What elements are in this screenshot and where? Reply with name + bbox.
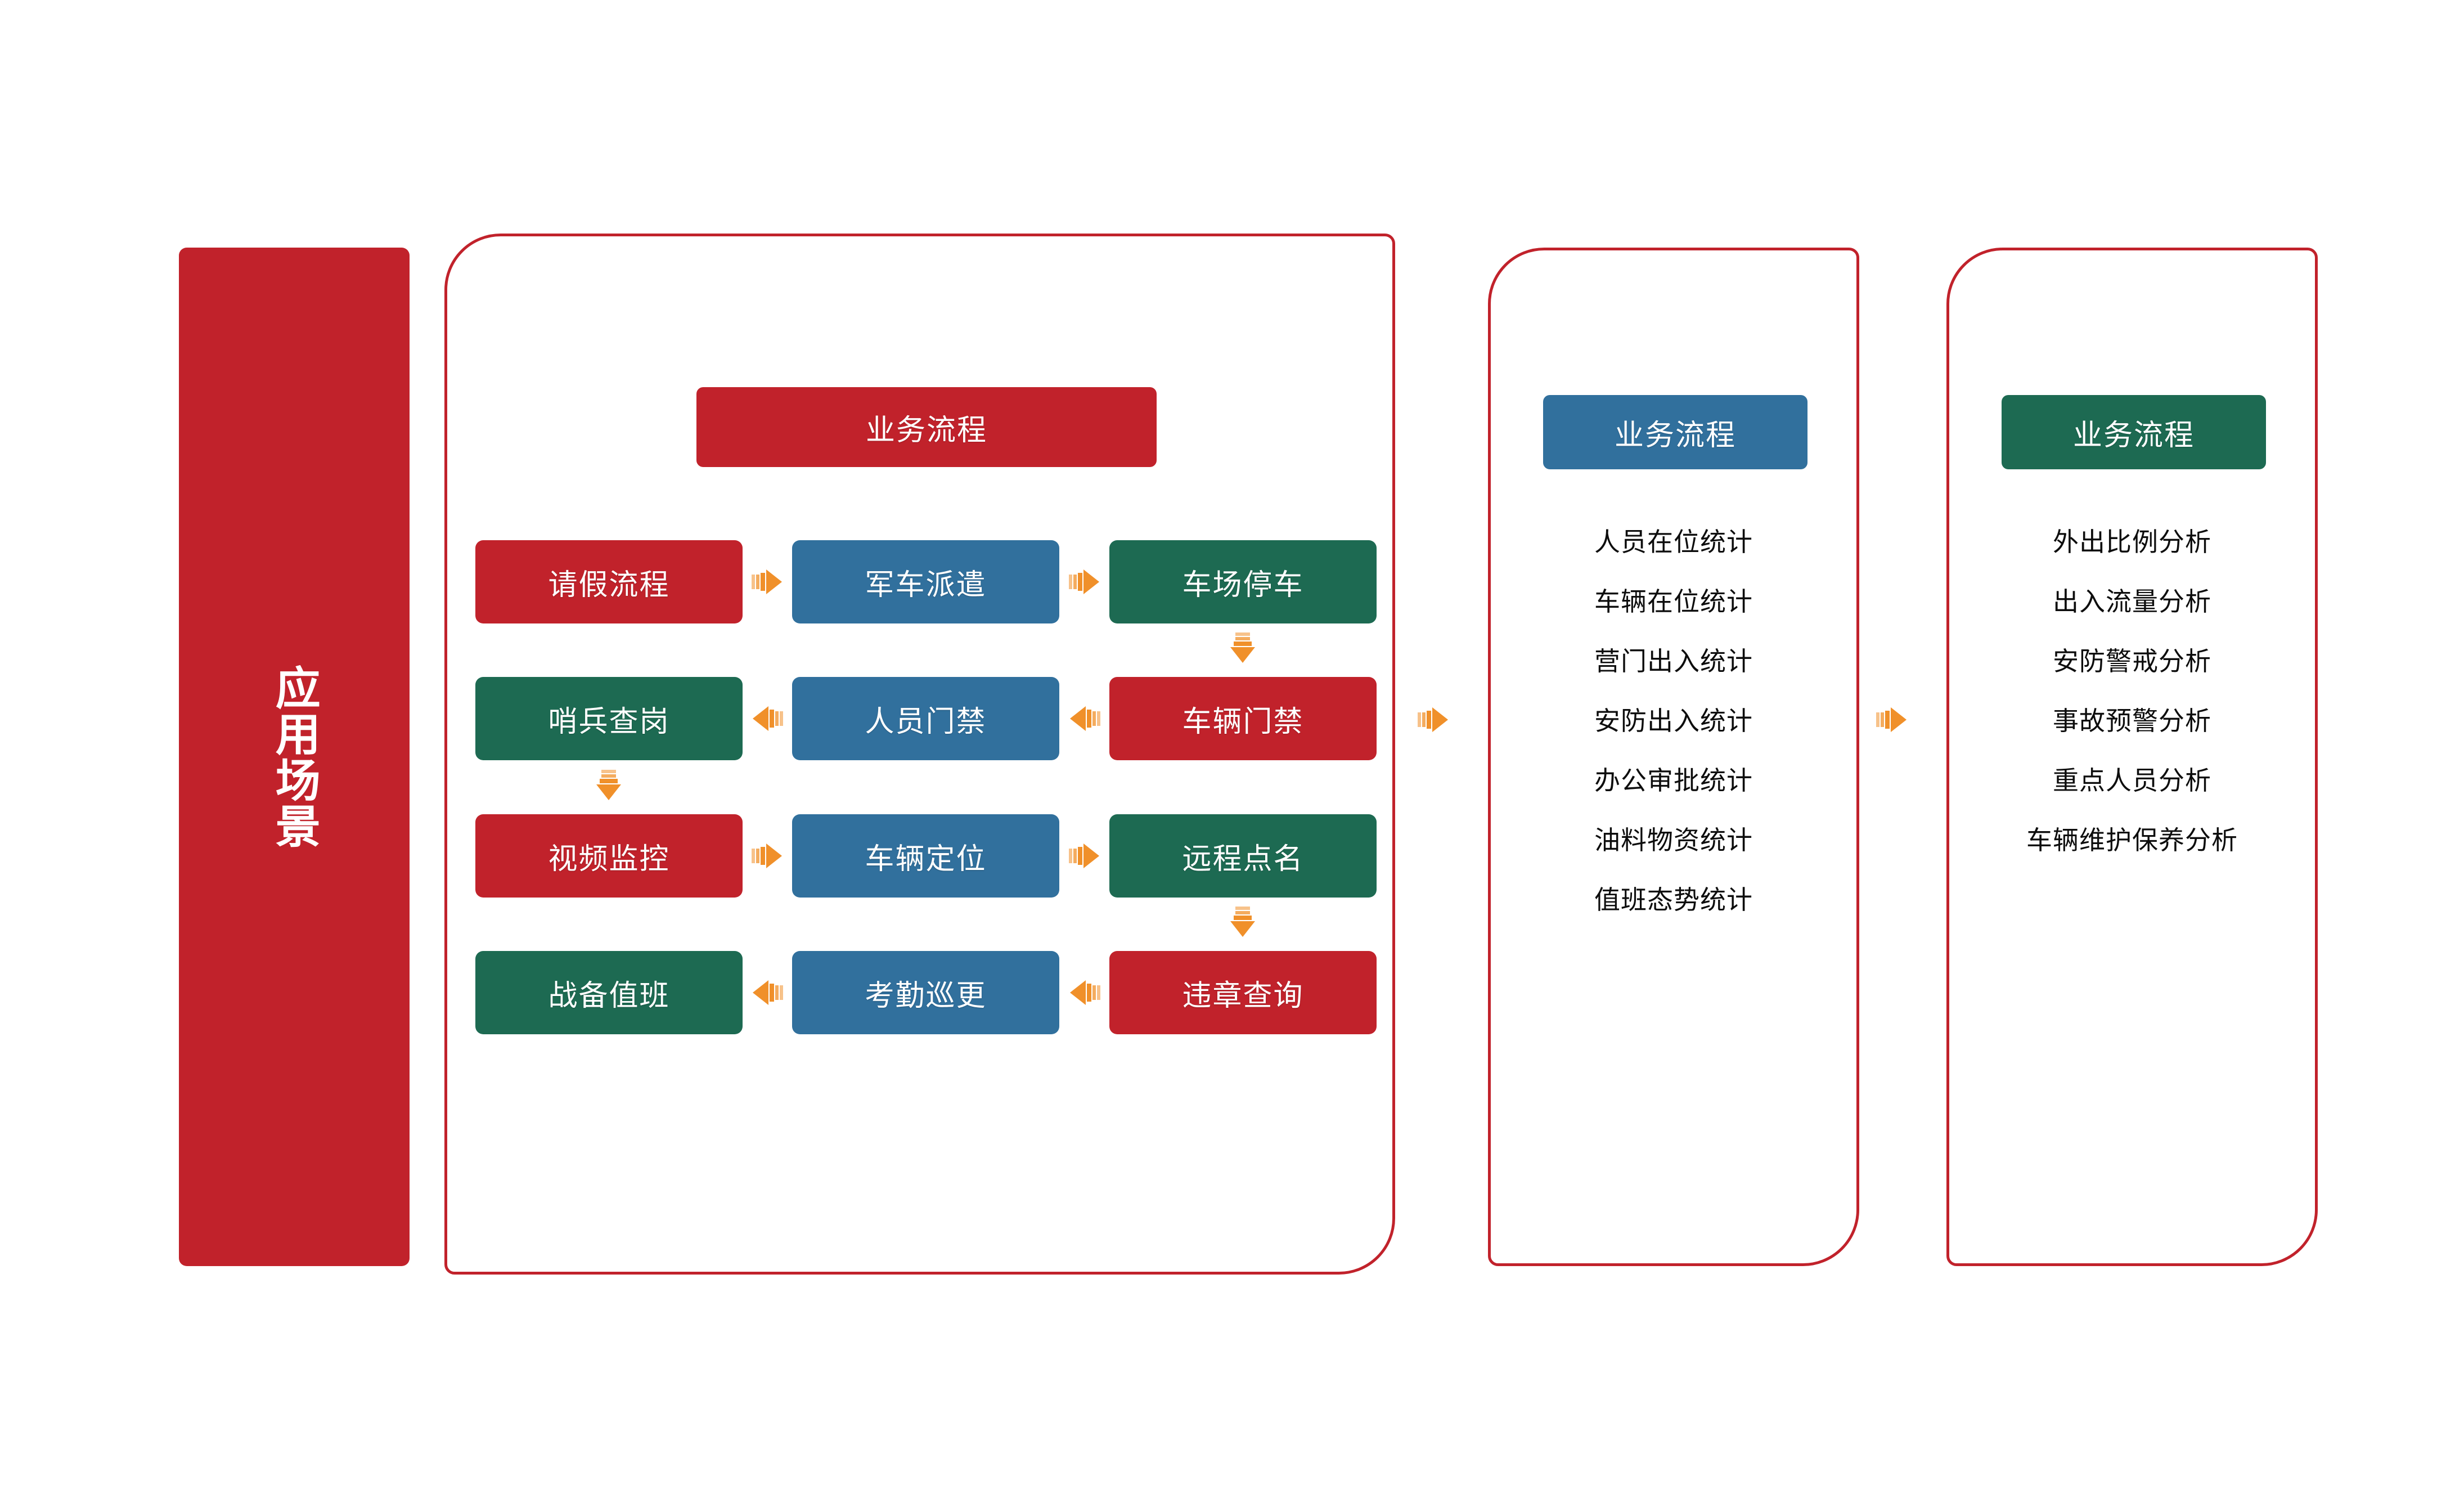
arrow-left-icon — [1069, 978, 1100, 1007]
flow-node-kaoqinxungeng[interactable]: 考勤巡更 — [792, 951, 1059, 1034]
flow-node-qingjialiucheng[interactable]: 请假流程 — [475, 540, 743, 623]
list-item[interactable]: 车辆维护保养分析 — [2026, 825, 2238, 855]
arrow-left-icon — [752, 704, 783, 733]
arrow-right-icon — [752, 841, 783, 871]
list-item[interactable]: 值班态势统计 — [1594, 885, 1753, 914]
application-scenario-banner: 应用场景 — [179, 248, 410, 1266]
statistics-list: 人员在位统计 车辆在位统计 营门出入统计 安防出入统计 办公审批统计 油料物资统… — [1488, 529, 1859, 946]
arrow-down-icon — [1228, 632, 1257, 664]
flow-node-weizhangchaxun[interactable]: 违章查询 — [1109, 951, 1377, 1034]
list-item[interactable]: 营门出入统计 — [1594, 647, 1753, 676]
arrow-down-icon — [594, 770, 623, 801]
list-item[interactable]: 车辆在位统计 — [1594, 587, 1753, 616]
arrow-left-icon — [752, 978, 783, 1007]
list-item[interactable]: 外出比例分析 — [2053, 527, 2211, 557]
analysis-panel-title: 业务流程 — [2002, 395, 2266, 469]
flow-node-zhanbeizhiban[interactable]: 战备值班 — [475, 951, 743, 1034]
analysis-list: 外出比例分析 出入流量分析 安防警戒分析 事故预警分析 重点人员分析 车辆维护保… — [1946, 529, 2318, 887]
application-scenario-label: 应用场景 — [269, 665, 320, 849]
list-item[interactable]: 安防警戒分析 — [2053, 647, 2211, 676]
arrow-right-icon — [1069, 567, 1100, 596]
flow-node-yuanchengdianming[interactable]: 远程点名 — [1109, 814, 1377, 898]
flow-node-renyuanmenjin[interactable]: 人员门禁 — [792, 677, 1059, 760]
flow-node-chechangtingche[interactable]: 车场停车 — [1109, 540, 1377, 623]
flow-node-cheliangdingwei[interactable]: 车辆定位 — [792, 814, 1059, 898]
list-item[interactable]: 油料物资统计 — [1594, 825, 1753, 855]
list-item[interactable]: 重点人员分析 — [2053, 766, 2211, 795]
list-item[interactable]: 事故预警分析 — [2053, 706, 2211, 735]
arrow-right-icon — [752, 567, 783, 596]
list-item[interactable]: 出入流量分析 — [2053, 587, 2211, 616]
list-item[interactable]: 人员在位统计 — [1594, 527, 1753, 557]
arrow-right-icon — [1069, 841, 1100, 871]
business-flow-title: 业务流程 — [696, 387, 1157, 467]
flow-node-cheliangmenjin[interactable]: 车辆门禁 — [1109, 677, 1377, 760]
flow-node-junchepaiqian[interactable]: 军车派遣 — [792, 540, 1059, 623]
arrow-left-icon — [1069, 704, 1100, 733]
flow-node-shaobingchagang[interactable]: 哨兵查岗 — [475, 677, 743, 760]
arrow-right-icon — [1418, 705, 1449, 734]
list-item[interactable]: 安防出入统计 — [1594, 706, 1753, 735]
arrow-right-icon — [1876, 705, 1908, 734]
flow-node-shipinjiankong[interactable]: 视频监控 — [475, 814, 743, 898]
list-item[interactable]: 办公审批统计 — [1594, 766, 1753, 795]
arrow-down-icon — [1228, 907, 1257, 938]
statistics-panel-title: 业务流程 — [1543, 395, 1807, 469]
